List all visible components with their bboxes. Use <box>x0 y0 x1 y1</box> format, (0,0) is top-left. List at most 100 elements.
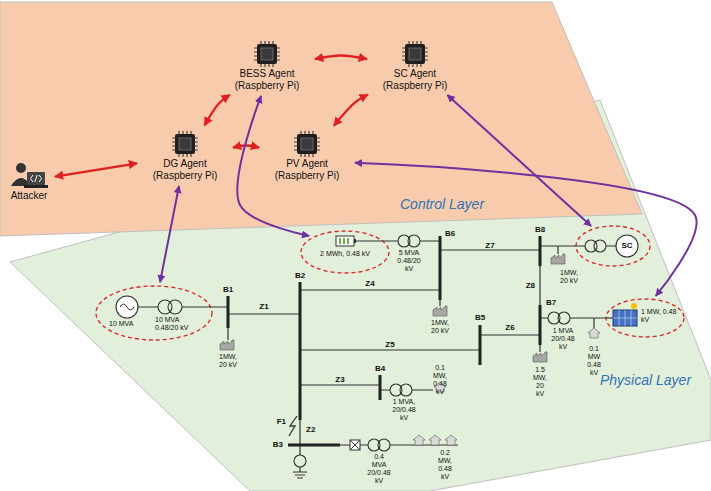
layer-outline <box>0 2 642 236</box>
layer-title: Control Layer <box>400 196 484 212</box>
bus-label: Z7 <box>485 241 494 250</box>
pv-panel <box>613 310 637 326</box>
breaker-symbol <box>350 440 360 450</box>
rating-label: 1 MVA 20/0.48 kV <box>551 327 574 351</box>
chip-pin <box>402 41 428 67</box>
chip-pin <box>254 41 280 67</box>
chip-body <box>257 44 277 64</box>
condenser-symbol <box>616 235 638 257</box>
layer-title: Physical Layer <box>600 372 691 388</box>
rating-label: 0.2 MW, 0.48 kV <box>438 449 452 481</box>
bus-label: B6 <box>445 229 455 238</box>
generator-symbol <box>116 296 138 318</box>
unit-symbol <box>575 225 651 267</box>
wire <box>575 245 616 246</box>
chip-icon <box>402 41 428 67</box>
breaker-symbol <box>350 440 360 450</box>
bus-label: B4 <box>375 364 385 373</box>
dashed-outline <box>301 231 389 273</box>
bus-label: B5 <box>475 313 485 322</box>
chip-pin <box>294 131 320 157</box>
attacker-icon <box>11 163 48 188</box>
chip-pin <box>172 131 198 157</box>
bus-label: B2 <box>295 271 305 280</box>
bus-label: B8 <box>535 225 545 234</box>
rating-label: 1MW, 20 kV <box>431 319 449 335</box>
chip-pin <box>172 131 198 157</box>
laptop <box>27 172 45 185</box>
rating-label: 1MW, 20 kV <box>219 353 237 369</box>
rating-label: 0.4 MVA 20/0.48 kV <box>367 453 390 485</box>
rating-label: 5 MVA 0.48/20 kV <box>397 249 420 273</box>
chip-die <box>261 48 273 60</box>
bus-label: Z5 <box>385 340 394 349</box>
agent-node: BESS Agent (Raspberry Pi) <box>222 38 312 93</box>
chip-pin <box>294 131 320 157</box>
sine-wave <box>120 304 134 310</box>
chip-pin <box>254 41 280 67</box>
physical-unit: 2 MWh, 0.48 kV <box>300 230 390 274</box>
physical-unit: 1 MW, 0.48 kV <box>605 298 685 338</box>
raspberry-pi-icon <box>401 40 429 68</box>
battery-symbol <box>336 236 354 246</box>
chip-body <box>175 134 195 154</box>
agent-node: DG Agent (Raspberry Pi) <box>140 128 230 183</box>
battery-cells <box>340 238 348 244</box>
rating-label: 1MW, 20 kV <box>560 269 578 285</box>
unit-rating: 10 MVA <box>109 320 133 328</box>
agent-label: Attacker <box>11 190 48 202</box>
unit-rating: 1 MW, 0.48 kV <box>641 308 681 324</box>
chip-pin <box>402 41 428 67</box>
raspberry-pi-icon <box>171 130 199 158</box>
layer-outline <box>10 100 711 491</box>
chip-pin <box>402 41 428 67</box>
rating-label: 0.1 MW, 0.48 kV <box>433 364 447 396</box>
rating-label: 1 MVA, 20/0.48 kV <box>392 398 415 422</box>
raspberry-pi-icon <box>253 40 281 68</box>
sun-icon <box>631 303 637 309</box>
rating-label: 1.5 MW, 20 kV <box>533 366 547 398</box>
chip-die <box>409 48 421 60</box>
chip-body <box>297 134 317 154</box>
unit-rating: 10 MVA 0.48/20 kV <box>155 316 197 332</box>
chip-die <box>301 138 313 150</box>
chip-pin <box>254 41 280 67</box>
bus-label: Z1 <box>259 302 268 311</box>
transformer-symbol <box>168 300 182 314</box>
laptop-base <box>24 185 48 188</box>
attacker-icon <box>9 160 49 190</box>
bus-label: F1 <box>277 417 286 426</box>
code-glyph <box>31 175 42 182</box>
unit-rating: SC <box>621 241 632 250</box>
unit-symbol <box>95 285 213 341</box>
transformer-symbol <box>594 240 606 252</box>
rating-label: 0.1 MW 0.48 kV <box>587 345 601 377</box>
chip-pin <box>294 131 320 157</box>
bus-label: Z8 <box>526 281 535 290</box>
bus-label: Z2 <box>306 425 315 434</box>
chip-pin <box>254 41 280 67</box>
battery-terminal <box>354 239 356 243</box>
bus-label: Z4 <box>365 279 374 288</box>
dashed-outline <box>606 299 684 337</box>
dashed-outline <box>96 286 212 340</box>
bus-label: B7 <box>546 298 556 307</box>
physical-unit: 10 MVA 10 MVA 0.48/20 kV <box>95 285 213 341</box>
chip-die <box>179 138 191 150</box>
chip-icon <box>254 41 280 67</box>
chip-pin <box>294 131 320 157</box>
bus-label: Z3 <box>335 375 344 384</box>
chip-icon <box>172 131 198 157</box>
physical-unit: SC <box>575 225 651 267</box>
chip-body <box>405 44 425 64</box>
bus-label: Z6 <box>505 323 514 332</box>
wire <box>138 306 213 307</box>
head <box>16 163 26 173</box>
agent-label: DG Agent (Raspberry Pi) <box>143 158 227 181</box>
